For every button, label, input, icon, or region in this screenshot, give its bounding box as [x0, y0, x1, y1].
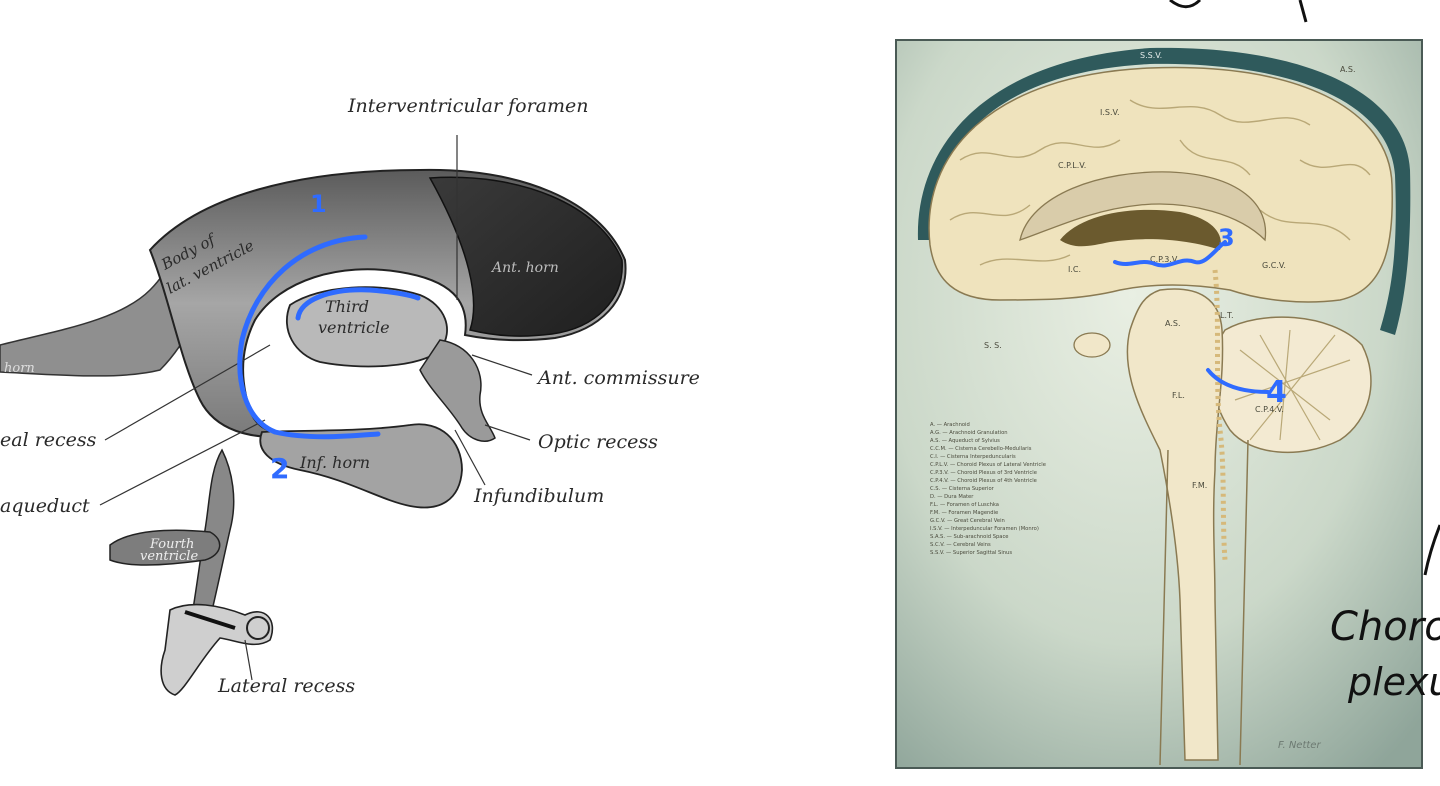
legend-item: A.S. — Aqueduct of Sylvius [930, 438, 1000, 444]
top-scribble [1169, 0, 1308, 23]
handwritten-plexus: plexus [1347, 660, 1440, 704]
label-pineal-recess: eal recess [0, 429, 97, 451]
blue-ink-annotations-right [1113, 240, 1270, 394]
handwritten-choroid: Choroid [1330, 604, 1440, 650]
lateral-recess-shape [160, 603, 274, 696]
leader-lines [99, 135, 533, 681]
legend-item: C.I. — Cisterna Interpeduncularis [930, 454, 1016, 460]
label-fourth-ventricle-2: ventricle [140, 549, 198, 564]
plate-label-fm: F.M. [1192, 481, 1207, 490]
plate-label-fl: F.L. [1172, 391, 1185, 400]
csf-circulation-plate: S.S.V. A.S. I.S.V. C.P.L.V. C.P.3.V. I.C… [895, 39, 1423, 769]
plate-label-aq: A.S. [1165, 319, 1181, 328]
annotation-number-3: 3 [1218, 224, 1235, 252]
label-fourth-ventricle-1: Fourth [149, 537, 194, 552]
legend-item: C.S. — Cisterna Superior [930, 486, 995, 492]
inferior-horn-shape [259, 423, 463, 509]
legend-item: C.P.3.V. — Choroid Plexus of 3rd Ventric… [930, 470, 1037, 476]
plate-label-ss: S. S. [984, 341, 1002, 350]
ventricular-cast-illustration: Interventricular foramen Body of lat. ve… [0, 95, 700, 697]
label-aqueduct: aqueduct [0, 495, 90, 517]
fourth-ventricle-shape [109, 529, 221, 566]
legend-item: S.S.V. — Superior Sagittal Sinus [930, 550, 1012, 556]
plate-label-lt: L.T. [1220, 311, 1233, 320]
optic-recess-shape [419, 339, 496, 442]
label-interventricular-foramen: Interventricular foramen [347, 95, 589, 117]
plate-label-as: A.S. [1340, 65, 1356, 74]
label-third-ventricle-2: ventricle [318, 318, 390, 337]
legend-item: I.S.V. — Interpeduncular Foramen (Monro) [930, 526, 1039, 532]
cerebellum-folia [1234, 329, 1351, 441]
annotation-number-1: 1 [310, 190, 327, 218]
legend-item: S.A.S. — Sub-arachnoid Space [930, 534, 1009, 540]
label-infundibulum: Infundibulum [473, 485, 604, 507]
blue-ink-annotations-left [237, 234, 421, 440]
label-lateral-recess: Lateral recess [217, 675, 355, 697]
legend-item: C.C.M. — Cisterna Cerebello-Medullaris [930, 446, 1032, 452]
legend-item: G.C.V. — Great Cerebral Vein [930, 518, 1005, 524]
plate-signature: F. Netter [1278, 740, 1321, 751]
label-third-ventricle-1: Third [325, 297, 369, 316]
brainstem-shape [1126, 288, 1224, 761]
annotation-number-2: 2 [270, 452, 289, 485]
plate-label-cp3v: C.P.3.V. [1150, 255, 1179, 264]
annotation-number-4: 4 [1266, 375, 1287, 410]
label-ant-commissure: Ant. commissure [536, 367, 700, 389]
legend-item: D. — Dura Mater [930, 494, 974, 500]
plate-label-cplv: C.P.L.V. [1058, 161, 1086, 170]
pituitary-shape [1073, 332, 1111, 358]
cerebellum-shape [1211, 316, 1372, 454]
legend-item: A. — Arachnoid [930, 422, 970, 428]
lateral-ventricle-plate [1060, 209, 1221, 250]
plate-label-ssv: S.S.V. [1140, 51, 1162, 60]
label-ant-horn: Ant. horn [490, 260, 559, 276]
legend-item: F.L. — Foramen of Luschka [930, 502, 999, 508]
label-post-horn: horn [4, 361, 35, 376]
legend-item: S.C.V. — Cerebral Veins [930, 542, 991, 548]
legend-item: A.G. — Arachnoid Granulation [930, 430, 1008, 436]
gyri-lines [949, 99, 1371, 266]
spinal-canal-outline [1159, 439, 1249, 766]
legend-item: F.M. — Foramen Magendie [930, 510, 998, 516]
plate-label-ic: I.C. [1068, 265, 1081, 274]
anterior-horn-shape [428, 176, 623, 337]
legend-item: C.P.4.V. — Choroid Plexus of 4th Ventric… [930, 478, 1037, 484]
note-stroke [1423, 524, 1440, 576]
plate-label-gcv: G.C.V. [1262, 261, 1286, 270]
corpus-callosum-shape [1019, 171, 1267, 242]
plate-legend: A. — Arachnoid A.G. — Arachnoid Granulat… [930, 422, 1046, 556]
plate-label-isv: I.S.V. [1100, 108, 1120, 117]
label-inf-horn: Inf. horn [299, 453, 370, 472]
legend-item: C.P.L.V. — Choroid Plexus of Lateral Ven… [930, 462, 1046, 468]
handwritten-note: Choroid plexus [1169, 0, 1440, 704]
label-optic-recess: Optic recess [538, 431, 658, 453]
plate-label-cp4v: C.P.4.V. [1255, 405, 1284, 414]
